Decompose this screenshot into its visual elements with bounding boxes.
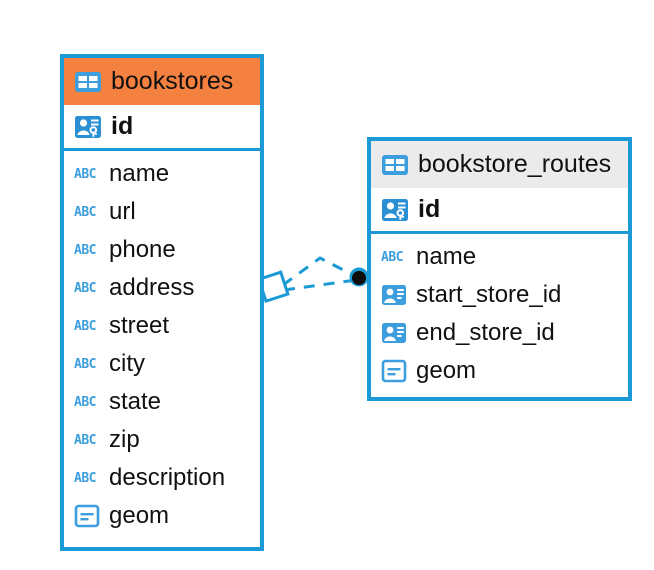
field-row-description[interactable]: ABC description <box>64 459 260 497</box>
field-row-id[interactable]: id <box>371 188 628 234</box>
field-label-geom: geom <box>109 502 170 529</box>
abc-icon: ABC <box>74 470 96 486</box>
entity-title-bookstore-routes: bookstore_routes <box>418 150 612 178</box>
field-row-zip[interactable]: ABC zip <box>64 421 260 459</box>
entity-header-bookstores[interactable]: bookstores <box>64 58 260 105</box>
field-label-start-store-id: start_store_id <box>416 281 562 308</box>
field-row-street[interactable]: ABC street <box>64 307 260 345</box>
field-row-url[interactable]: ABC url <box>64 193 260 231</box>
abc-icon: ABC <box>74 318 96 334</box>
table-icon <box>74 71 102 93</box>
field-label-state: state <box>109 388 162 415</box>
entity-bookstore-routes[interactable]: bookstore_routes id ABC name <box>367 137 632 401</box>
primary-key-icon <box>74 114 102 140</box>
abc-icon: ABC <box>74 166 96 182</box>
abc-icon: ABC <box>74 356 96 372</box>
field-row-name[interactable]: ABC name <box>371 238 628 276</box>
field-row-city[interactable]: ABC city <box>64 345 260 383</box>
field-label-city: city <box>109 350 145 377</box>
field-row-end-store-id[interactable]: end_store_id <box>371 314 628 352</box>
field-label-id: id <box>111 112 134 140</box>
field-label-name: name <box>109 160 170 187</box>
entity-header-bookstore-routes[interactable]: bookstore_routes <box>371 141 628 188</box>
primary-key-icon <box>381 197 409 223</box>
field-label-phone: phone <box>109 236 176 263</box>
field-list-bookstores: ABC name ABC url ABC phone ABC address A… <box>64 151 260 540</box>
abc-icon: ABC <box>74 394 96 410</box>
field-label-description: description <box>109 464 226 491</box>
field-label-name: name <box>416 243 477 270</box>
field-row-phone[interactable]: ABC phone <box>64 231 260 269</box>
field-row-address[interactable]: ABC address <box>64 269 260 307</box>
field-label-address: address <box>109 274 195 301</box>
field-label-id: id <box>418 195 441 223</box>
abc-icon: ABC <box>74 204 96 220</box>
field-label-geom: geom <box>416 357 477 384</box>
field-label-end-store-id: end_store_id <box>416 319 555 346</box>
field-row-id[interactable]: id <box>64 105 260 151</box>
field-row-geom[interactable]: geom <box>64 497 260 535</box>
field-label-street: street <box>109 312 170 339</box>
geometry-icon <box>381 359 407 383</box>
entity-bookstores[interactable]: bookstores id ABC name <box>60 54 264 551</box>
abc-icon: ABC <box>74 280 96 296</box>
relationship-line-2[interactable] <box>283 278 357 292</box>
field-row-state[interactable]: ABC state <box>64 383 260 421</box>
field-row-start-store-id[interactable]: start_store_id <box>371 276 628 314</box>
field-row-geom[interactable]: geom <box>371 352 628 390</box>
abc-icon: ABC <box>74 242 96 258</box>
field-list-bookstore-routes: ABC name start_store_id <box>371 234 628 395</box>
entity-title-bookstores: bookstores <box>111 67 234 95</box>
abc-icon: ABC <box>74 432 96 448</box>
relationship-line-1[interactable] <box>282 256 358 287</box>
field-row-name[interactable]: ABC name <box>64 155 260 193</box>
field-label-zip: zip <box>109 426 140 453</box>
table-icon <box>381 154 409 176</box>
filled-circle-marker-icon[interactable] <box>349 267 369 287</box>
field-label-url: url <box>109 198 136 225</box>
foreign-key-icon <box>381 283 407 307</box>
geometry-icon <box>74 504 100 528</box>
abc-icon: ABC <box>381 249 403 265</box>
foreign-key-icon <box>381 321 407 345</box>
